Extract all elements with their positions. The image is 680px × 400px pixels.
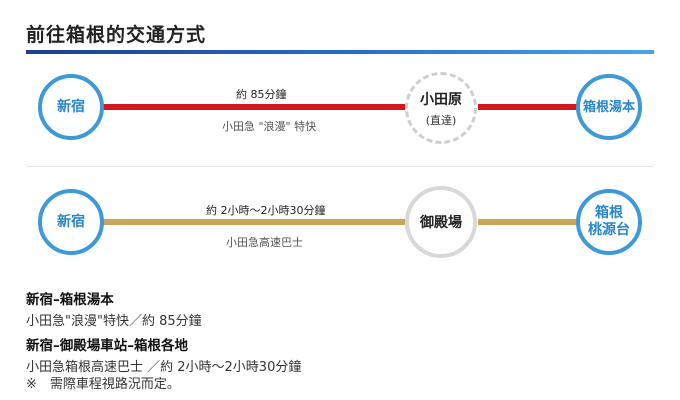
info-note: ※ 需際車程視路況而定。 bbox=[26, 377, 180, 392]
route-diagram-highway-bus: 新宿 約 2小時～2小時30分鐘 小田急高速巴士 御殿場 箱根 桃源台 bbox=[0, 172, 680, 282]
station-shinjuku: 新宿 bbox=[38, 189, 104, 255]
station-gotemba: 御殿場 bbox=[405, 186, 477, 258]
info-title-highway-bus: 新宿–御殿場車站–箱根各地 bbox=[26, 338, 188, 354]
divider bbox=[26, 166, 654, 167]
route-service: 小田急高速巴士 bbox=[226, 236, 303, 249]
title-underline bbox=[26, 50, 654, 54]
route-service: 小田急 "浪漫" 特快 bbox=[222, 120, 317, 133]
route-line-left bbox=[100, 104, 405, 110]
station-label-line1: 箱根 bbox=[595, 205, 623, 221]
station-label: 新宿 bbox=[57, 213, 85, 230]
station-hakone-yumoto: 箱根湯本 bbox=[576, 74, 642, 140]
info-text-romancecar: 小田急"浪漫"特快／約 85分鐘 bbox=[26, 314, 202, 329]
station-label: 小田原 bbox=[420, 91, 462, 108]
station-label: 箱根湯本 bbox=[582, 99, 635, 115]
station-label: 新宿 bbox=[57, 98, 85, 115]
info-text-highway-bus: 小田急箱根高速巴士 ／約 2小時～2小時30分鐘 bbox=[26, 360, 302, 375]
station-note: (直達) bbox=[425, 113, 457, 127]
route-diagram-romancecar: 新宿 約 85分鐘 小田急 "浪漫" 特快 小田原 (直達) 箱根湯本 bbox=[0, 58, 680, 168]
route-duration: 約 85分鐘 bbox=[236, 88, 287, 101]
station-hakone-togendai: 箱根 桃源台 bbox=[576, 189, 642, 255]
route-line-left bbox=[100, 219, 405, 225]
station-shinjuku: 新宿 bbox=[38, 74, 104, 140]
route-line-right bbox=[478, 104, 578, 110]
info-title-romancecar: 新宿–箱根湯本 bbox=[26, 292, 114, 308]
page-title: 前往箱根的交通方式 bbox=[26, 24, 207, 46]
station-label-line2: 桃源台 bbox=[588, 222, 630, 238]
route-duration: 約 2小時～2小時30分鐘 bbox=[206, 204, 326, 217]
station-label: 御殿場 bbox=[420, 215, 462, 231]
route-line-right bbox=[478, 219, 578, 225]
station-odawara: 小田原 (直達) bbox=[405, 72, 477, 144]
